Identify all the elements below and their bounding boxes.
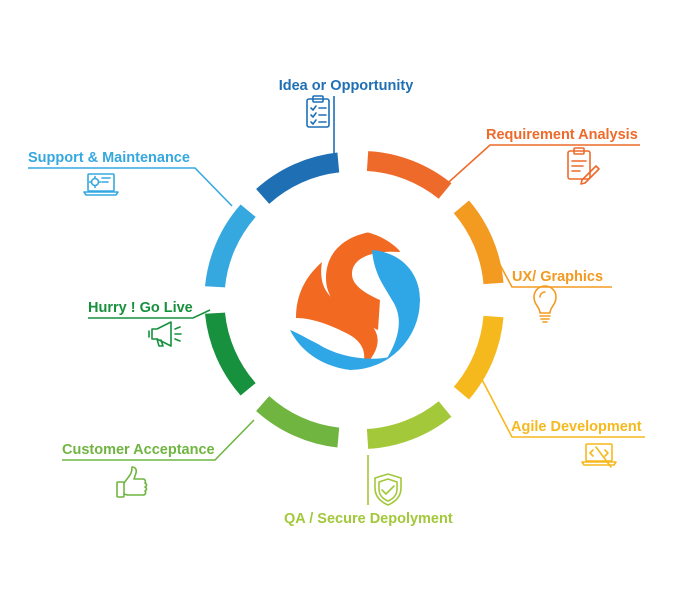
ring-segment-idea — [256, 152, 340, 204]
s-logo-icon — [290, 230, 420, 370]
thumbs-up-icon — [116, 466, 148, 498]
stage-label-agile: Agile Development — [511, 419, 642, 435]
logo-blue-bottom-shape — [290, 330, 394, 370]
ring-segment-agile — [453, 315, 504, 400]
light-bulb-icon — [533, 285, 557, 323]
leader-lines — [28, 96, 645, 505]
laptop-gear-icon — [83, 173, 119, 196]
stage-label-live: Hurry ! Go Live — [88, 300, 193, 316]
stage-label-qa: QA / Secure Depolyment — [284, 511, 453, 527]
leader-line-agile — [477, 371, 645, 438]
shield-check-icon — [374, 473, 402, 506]
ring-segment-requirement — [366, 151, 452, 199]
clipboard-pencil-icon — [567, 147, 600, 185]
leader-line-live — [88, 309, 211, 319]
stage-label-ux: UX/ Graphics — [512, 269, 603, 285]
ring-segment-live — [205, 312, 256, 396]
stage-icons — [83, 95, 617, 506]
logo-orange-left-shape — [296, 262, 378, 368]
ring-segment-ux — [453, 200, 504, 285]
leader-line-requirement — [439, 144, 640, 191]
megaphone-icon — [148, 321, 182, 347]
stage-label-support: Support & Maintenance — [28, 150, 190, 166]
ring-segment-support — [205, 204, 256, 288]
stage-labels: Idea or Opportunity Requirement Analysis… — [28, 78, 642, 527]
ring-segment-qa — [366, 401, 452, 449]
stage-label-requirement: Requirement Analysis — [486, 127, 638, 143]
leader-line-support — [28, 167, 233, 207]
stage-label-customer: Customer Acceptance — [62, 442, 215, 458]
leader-line-customer — [62, 419, 255, 461]
laptop-code-icon — [581, 443, 617, 468]
stage-label-idea: Idea or Opportunity — [279, 78, 414, 94]
leader-line-ux — [491, 249, 612, 288]
logo-orange-top-shape — [326, 230, 400, 330]
clipboard-checklist-icon — [306, 95, 330, 128]
ring — [205, 151, 504, 449]
ring-segment-customer — [256, 396, 340, 448]
logo-blue-right-shape — [372, 250, 420, 366]
